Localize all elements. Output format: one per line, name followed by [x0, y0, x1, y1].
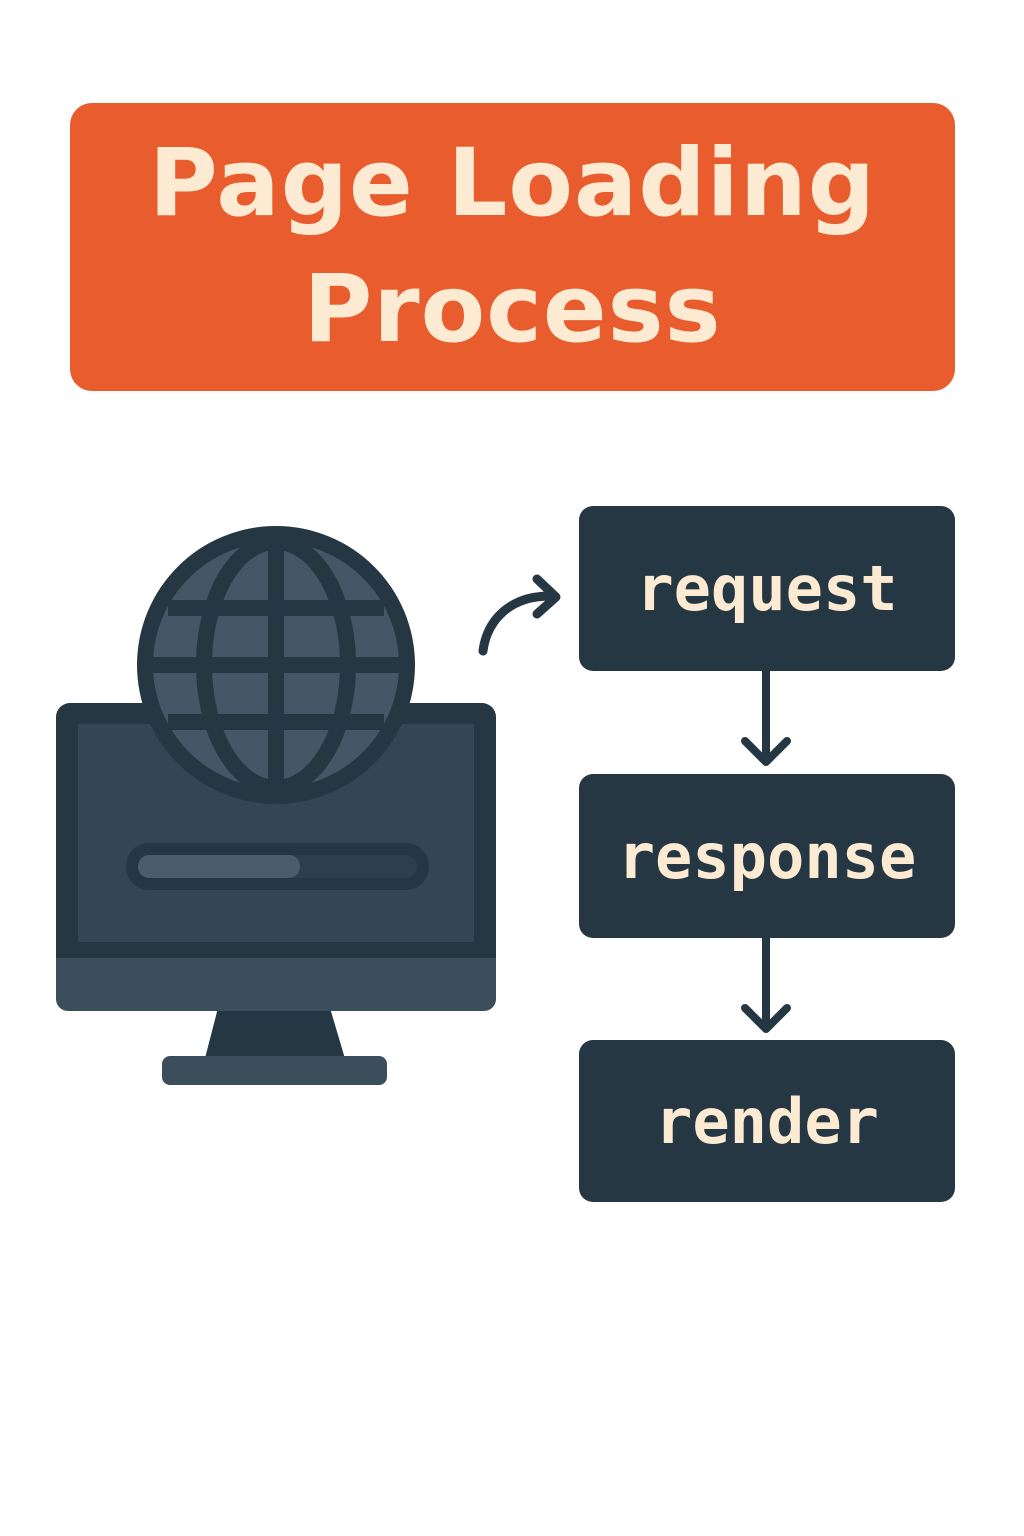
- title-line-2: Process: [303, 255, 722, 364]
- step-label-request: request: [636, 552, 898, 625]
- step-box-request: request: [579, 506, 955, 671]
- step-label-render: render: [655, 1084, 879, 1158]
- step-box-render: render: [579, 1040, 955, 1202]
- monitor-stand-neck: [204, 1008, 346, 1062]
- monitor-stand-base: [162, 1056, 387, 1085]
- globe-icon: [137, 526, 415, 804]
- step-label-response: response: [617, 819, 917, 893]
- title-line-1: Page Loading: [148, 129, 877, 238]
- title-banner: Page Loading Process: [70, 103, 955, 391]
- down-arrow-icon: [741, 934, 791, 1033]
- progress-bar: [126, 843, 429, 890]
- page-title: Page Loading Process: [149, 121, 876, 373]
- curved-arrow-icon: [478, 574, 561, 656]
- step-box-response: response: [579, 774, 955, 938]
- down-arrow-icon: [741, 667, 791, 766]
- progress-fill: [138, 855, 300, 878]
